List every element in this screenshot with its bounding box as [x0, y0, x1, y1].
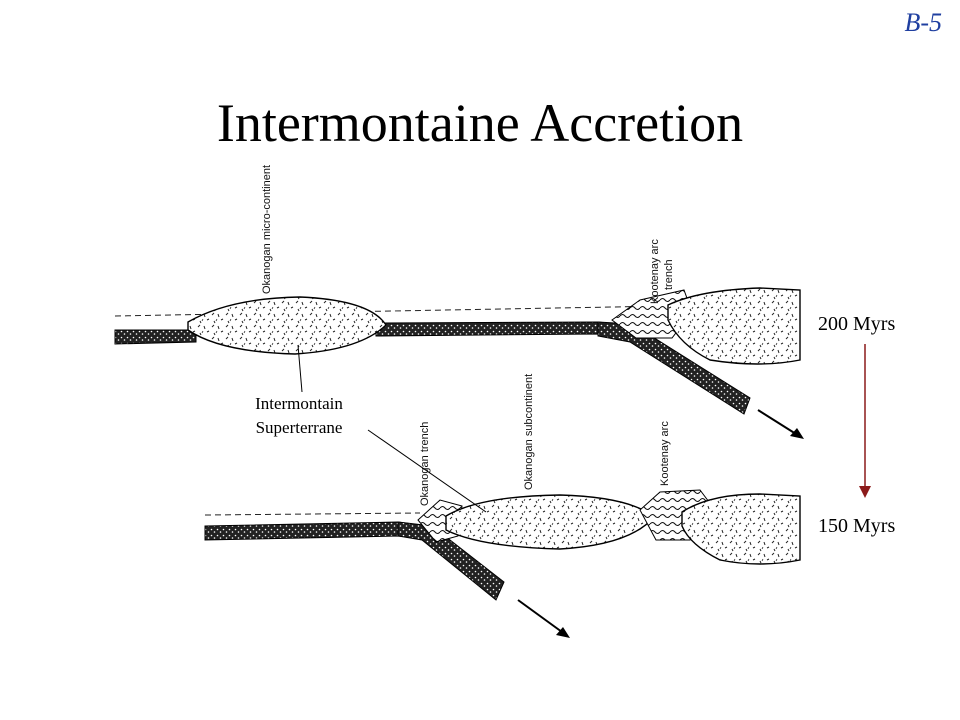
oceanic-crust-top-left: [114, 329, 197, 345]
label-okanogan-subcontinent: Okanogan subcontinent: [523, 374, 535, 490]
north-america-craton-bottom: [681, 493, 801, 565]
callout-leader-bottom: [367, 429, 487, 513]
bottom-panel: Okanogan trench Okanogan subcontinent Ko…: [204, 374, 801, 638]
timeline-start-label: 200 Myrs: [818, 313, 896, 335]
oceanic-crust-top-middle: [375, 321, 633, 337]
label-kootenay-arc-top: Kootenay arc: [649, 239, 661, 304]
top-panel: Okanogan micro-continent Kootenay arc tr…: [114, 165, 804, 439]
subduction-arrowhead-top: [790, 428, 804, 439]
subduction-arrow-bottom: [517, 599, 563, 633]
callout-line-1: Intermontain: [255, 394, 343, 413]
callout-line-2: Superterrane: [255, 418, 343, 437]
sea-level-line-top: [114, 305, 669, 317]
okanogan-microcontinent-top: [187, 296, 387, 355]
label-okanogan-trench: Okanogan trench: [419, 422, 431, 506]
superterrane-callout: Intermontain Superterrane: [226, 392, 372, 440]
sea-level-line-bottom: [204, 512, 421, 516]
label-okanogan-microcontinent: Okanogan micro-continent: [261, 165, 273, 294]
subduction-arrowhead-bottom: [556, 627, 570, 638]
timeline-arrowhead: [859, 486, 871, 498]
slide-title: Intermontaine Accretion: [216, 93, 744, 153]
callout-leader-top: [297, 344, 303, 393]
slide-id: B-5: [904, 8, 942, 37]
okanogan-subcontinent-bottom: [445, 494, 655, 550]
subduction-arrow-top: [757, 409, 797, 435]
label-trench-top: trench: [663, 259, 675, 290]
timeline-end-label: 150 Myrs: [818, 515, 896, 537]
label-kootenay-arc-bottom: Kootenay arc: [659, 421, 671, 486]
oceanic-crust-bottom: [204, 521, 421, 541]
north-america-craton-top: [667, 287, 801, 365]
